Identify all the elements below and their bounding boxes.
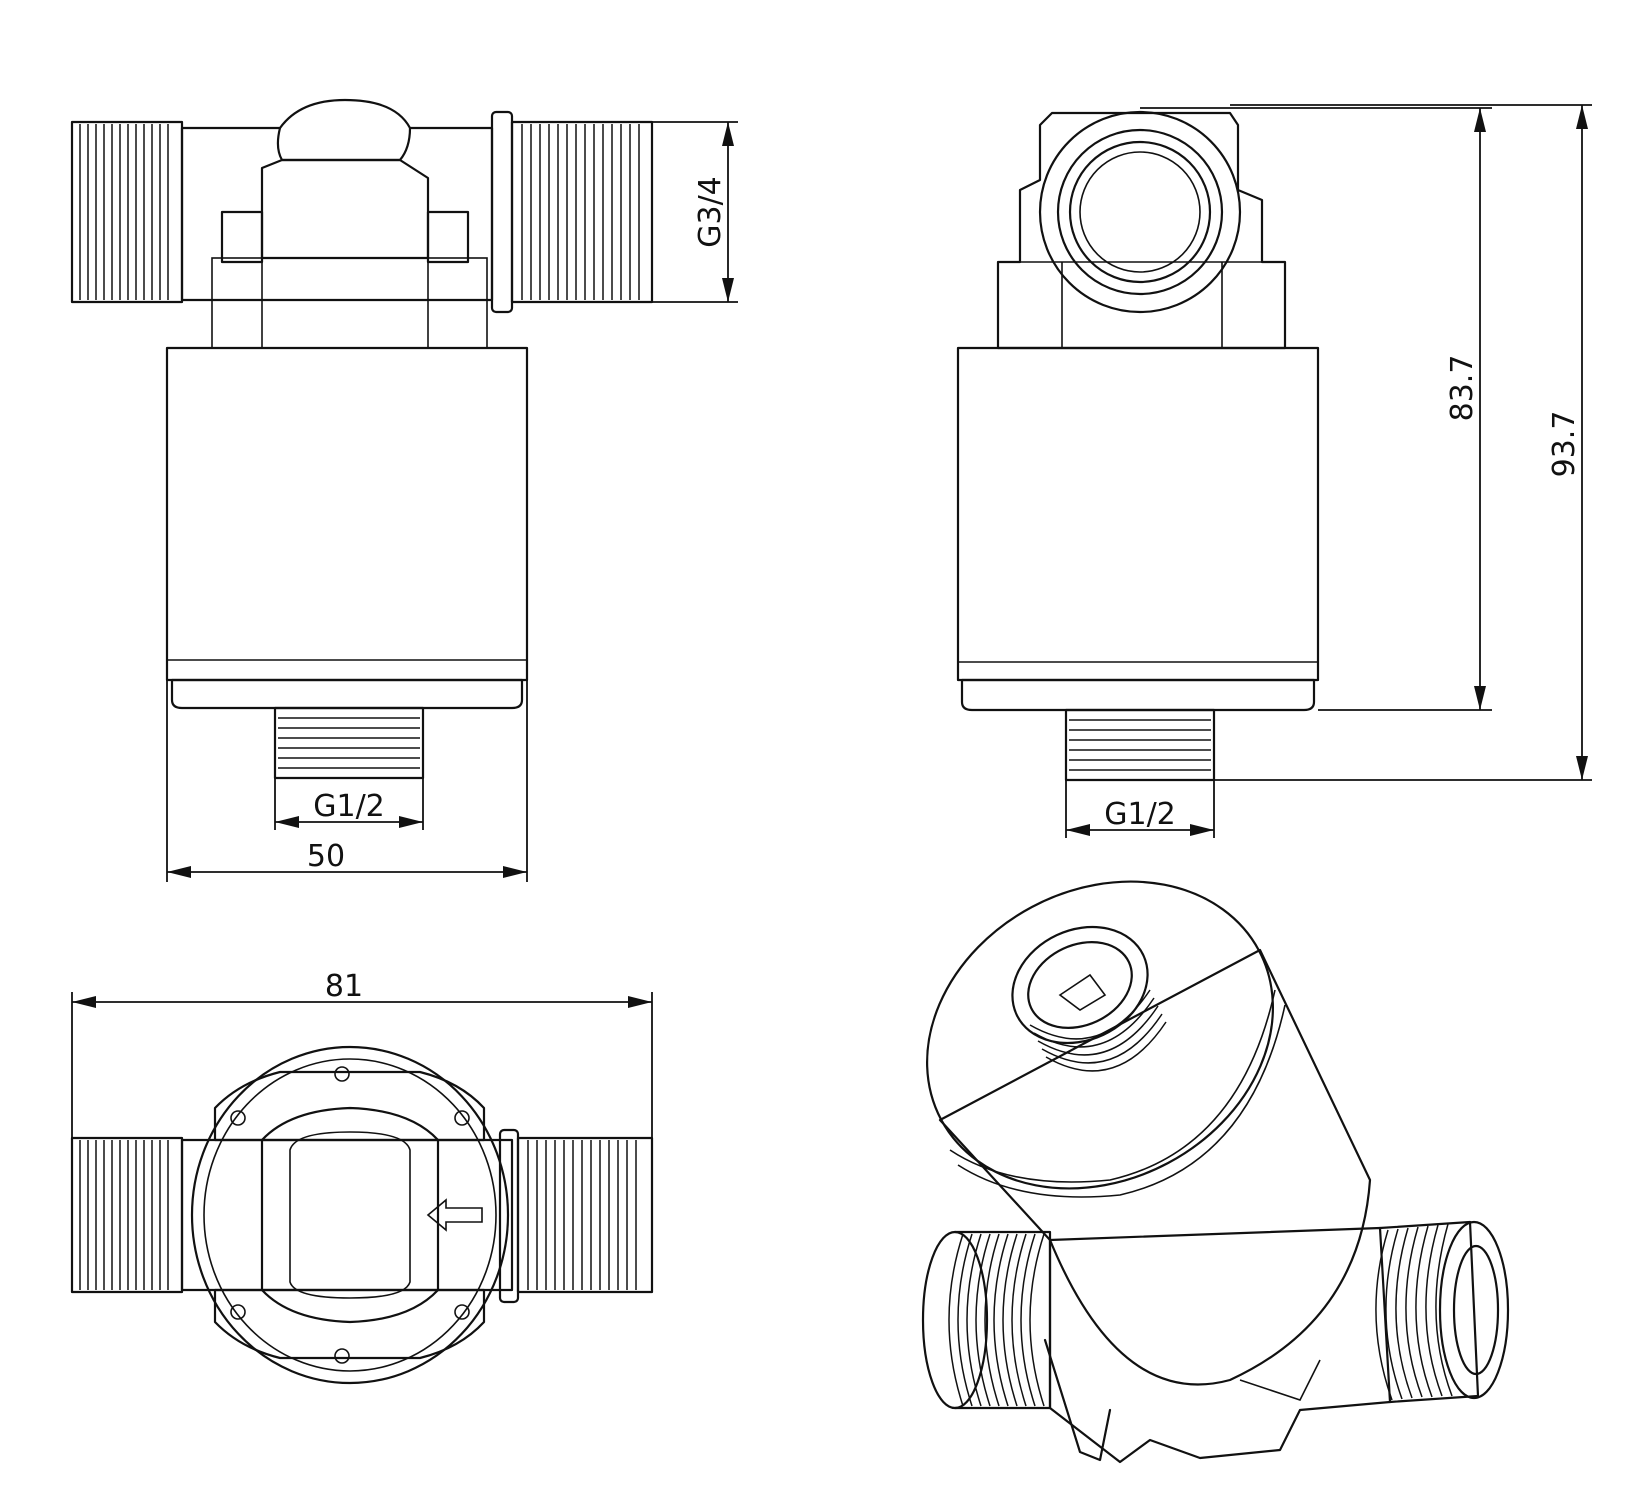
side-view: G1/2 83.7 93.7: [956, 104, 1592, 838]
front-outlet-thread: [273, 706, 425, 780]
top-right-thread: [516, 1136, 654, 1294]
front-right-thread: [510, 120, 654, 304]
dim-g34-label: G3/4: [693, 176, 728, 248]
front-valve-head: [180, 98, 494, 349]
front-solenoid-body: [165, 346, 529, 710]
dim-g12-side: G1/2: [1065, 780, 1215, 838]
iso-bracket: [1043, 1338, 1112, 1462]
dim-83-7-label: 83.7: [1445, 355, 1480, 422]
dim-g12-front-label: G1/2: [313, 789, 385, 824]
dim-93-7-label: 93.7: [1547, 411, 1582, 478]
front-flange: [490, 110, 514, 314]
side-outlet-thread: [1064, 708, 1216, 782]
dim-81: 81: [71, 969, 653, 1140]
dim-93-7: 93.7: [1214, 104, 1592, 781]
iso-left-thread: [921, 1230, 1052, 1410]
top-valve-body: [180, 1045, 514, 1385]
dim-81-label: 81: [325, 969, 363, 1004]
isometric-view: [921, 880, 1510, 1464]
top-view: 81: [70, 969, 654, 1385]
front-view: G3/4 G1/2 50: [70, 98, 738, 882]
dim-g12-front: G1/2: [274, 778, 424, 830]
side-valve-head: [996, 110, 1287, 350]
side-solenoid-body: [956, 346, 1320, 712]
dim-g12-side-label: G1/2: [1104, 797, 1176, 832]
iso-solenoid-body: [926, 880, 1372, 1386]
dim-g34: G3/4: [652, 121, 738, 303]
dim-50: 50: [166, 680, 528, 882]
iso-right-thread: [1375, 1220, 1510, 1404]
front-left-thread: [70, 120, 184, 304]
iso-valve-base: [1048, 1226, 1392, 1464]
top-left-thread: [70, 1136, 184, 1294]
dim-50-label: 50: [307, 839, 345, 874]
flow-arrow-icon: [426, 1198, 483, 1232]
dim-83-7: 83.7: [1140, 107, 1492, 711]
